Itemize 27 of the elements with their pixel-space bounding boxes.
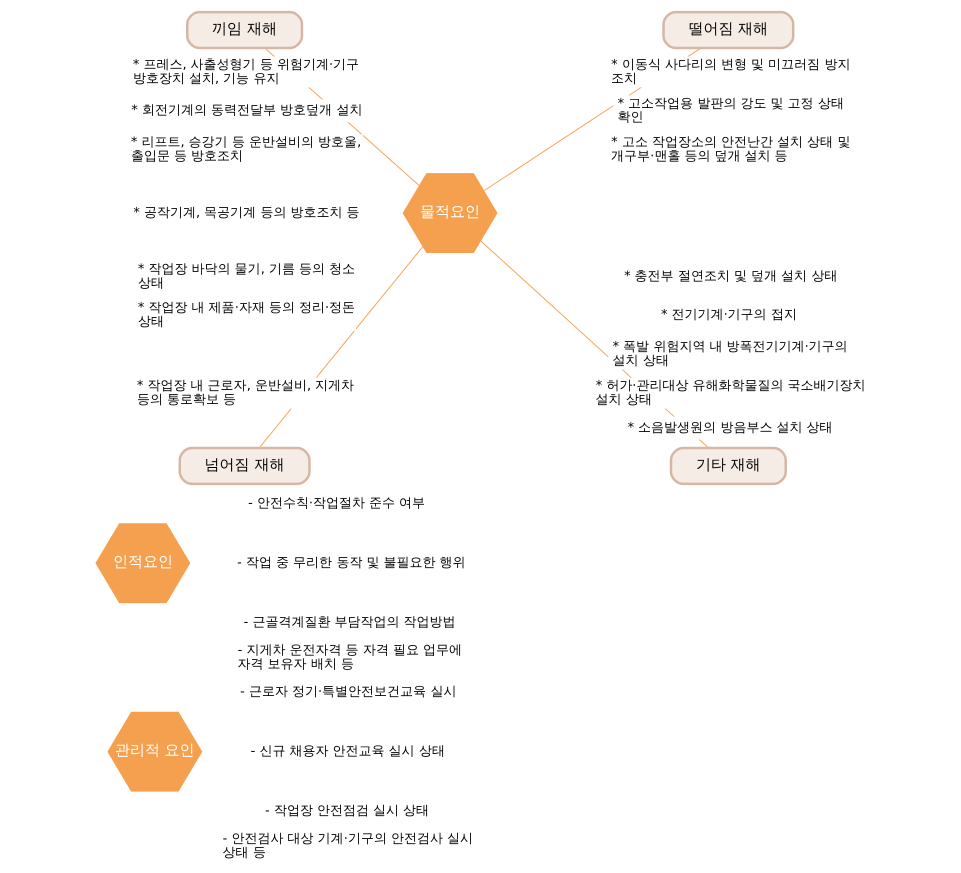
label: - 작업장 안전점검 실시 상태: [265, 803, 430, 818]
label: * 허가·관리대상 유해화학물질의 국소배기장치 설치 상태: [596, 378, 866, 408]
label: * 리프트, 승강기 등 운반설비의 방호울, 출입문 등 방호조치: [130, 135, 362, 164]
label: - 작업 중 무리한 동작 및 불필요한 행위: [237, 556, 466, 571]
label: * 충전부 절연조치 및 덮개 설치 상태: [624, 268, 838, 284]
label: * 공작기계, 목공기계 등의 방호조치 등: [133, 205, 360, 220]
node-box: 넘어짐 재해: [178, 446, 311, 486]
label: * 폭발 위험지역 내 방폭전기기계·기구의 설치 상태: [612, 340, 848, 369]
label: - 근로자 정기·특별안전보건교육 실시: [240, 684, 456, 700]
label: * 프레스, 사출성형기 등 위험기계·기구 방호장치 설치, 기능 유지: [132, 57, 360, 86]
label: * 작업장 내 제품·자재 등의 정리·정돈 상태: [138, 300, 356, 330]
node-box: 끼임 재해: [186, 10, 304, 50]
label: - 근골격계질환 부담작업의 작업방법: [244, 614, 456, 630]
label: * 고소작업용 발판의 강도 및 고정 상태 확인: [618, 96, 844, 126]
node-box: 기타 재해: [670, 446, 787, 486]
label: - 안전수칙·작업절차 준수 여부: [248, 496, 426, 512]
label: * 전기기계·기구의 접지: [661, 308, 797, 323]
label: * 작업장 바닥의 물기, 기름 등의 청소 상태: [138, 262, 356, 291]
label: * 고소 작업장소의 안전난간 설치 상태 및 개구부·맨홀 등의 덮개 설치 등: [611, 135, 850, 164]
label: * 회전기계의 동력전달부 방호덮개 설치: [131, 103, 362, 118]
label: - 지게차 운전자격 등 자격 필요 업무에 자격 보유자 배치 등: [238, 642, 462, 672]
label: * 소음발생원의 방음부스 설치 상태: [628, 420, 833, 436]
node-box: 떨어짐 재해: [662, 10, 794, 50]
label: * 작업장 내 근로자, 운반설비, 지게차 등의 통로확보 등: [136, 378, 354, 408]
label: * 이동식 사다리의 변형 및 미끄러짐 방지 조치: [611, 57, 850, 86]
label: - 안전검사 대상 기계·기구의 안전검사 실시 상태 등: [222, 831, 474, 860]
label: - 신규 채용자 안전교육 실시 상태: [250, 744, 445, 760]
